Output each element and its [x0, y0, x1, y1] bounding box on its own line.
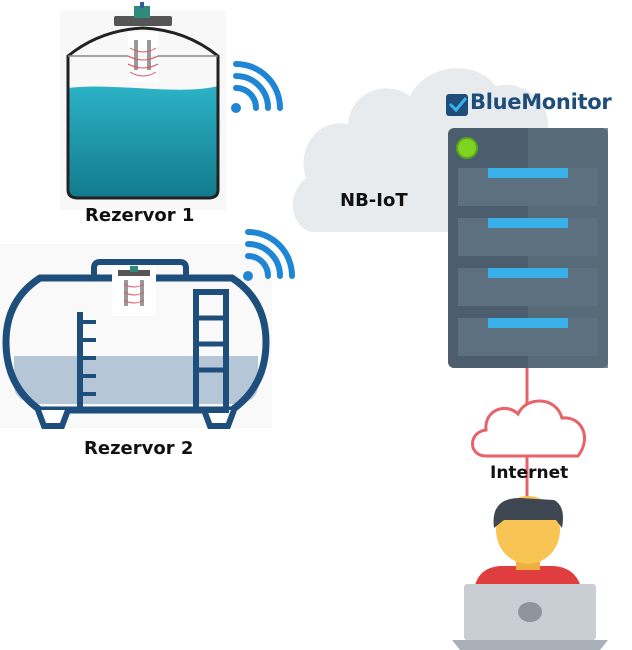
- ultrasonic-sensor-icon: [112, 266, 156, 316]
- internet-cloud-icon: [471, 399, 587, 458]
- internet-label: Internet: [490, 463, 569, 483]
- tank-1: [60, 2, 226, 210]
- tank-2-label: Rezervor 2: [84, 438, 194, 459]
- brand-name: BlueMonitor: [470, 90, 612, 114]
- tank-1-label: Rezervor 1: [85, 205, 195, 226]
- wifi-icon: [243, 229, 295, 281]
- ultrasonic-sensor-icon: [114, 2, 172, 82]
- server-icon: [448, 128, 608, 368]
- checkmark-gear-icon: [446, 94, 468, 116]
- wifi-icon: [231, 61, 283, 113]
- tank-2: [0, 244, 272, 429]
- laptop-icon: [452, 584, 608, 650]
- brand-logo: BlueMonitor: [442, 90, 612, 114]
- user-icon: [474, 496, 582, 592]
- network-label: NB-IoT: [340, 190, 408, 211]
